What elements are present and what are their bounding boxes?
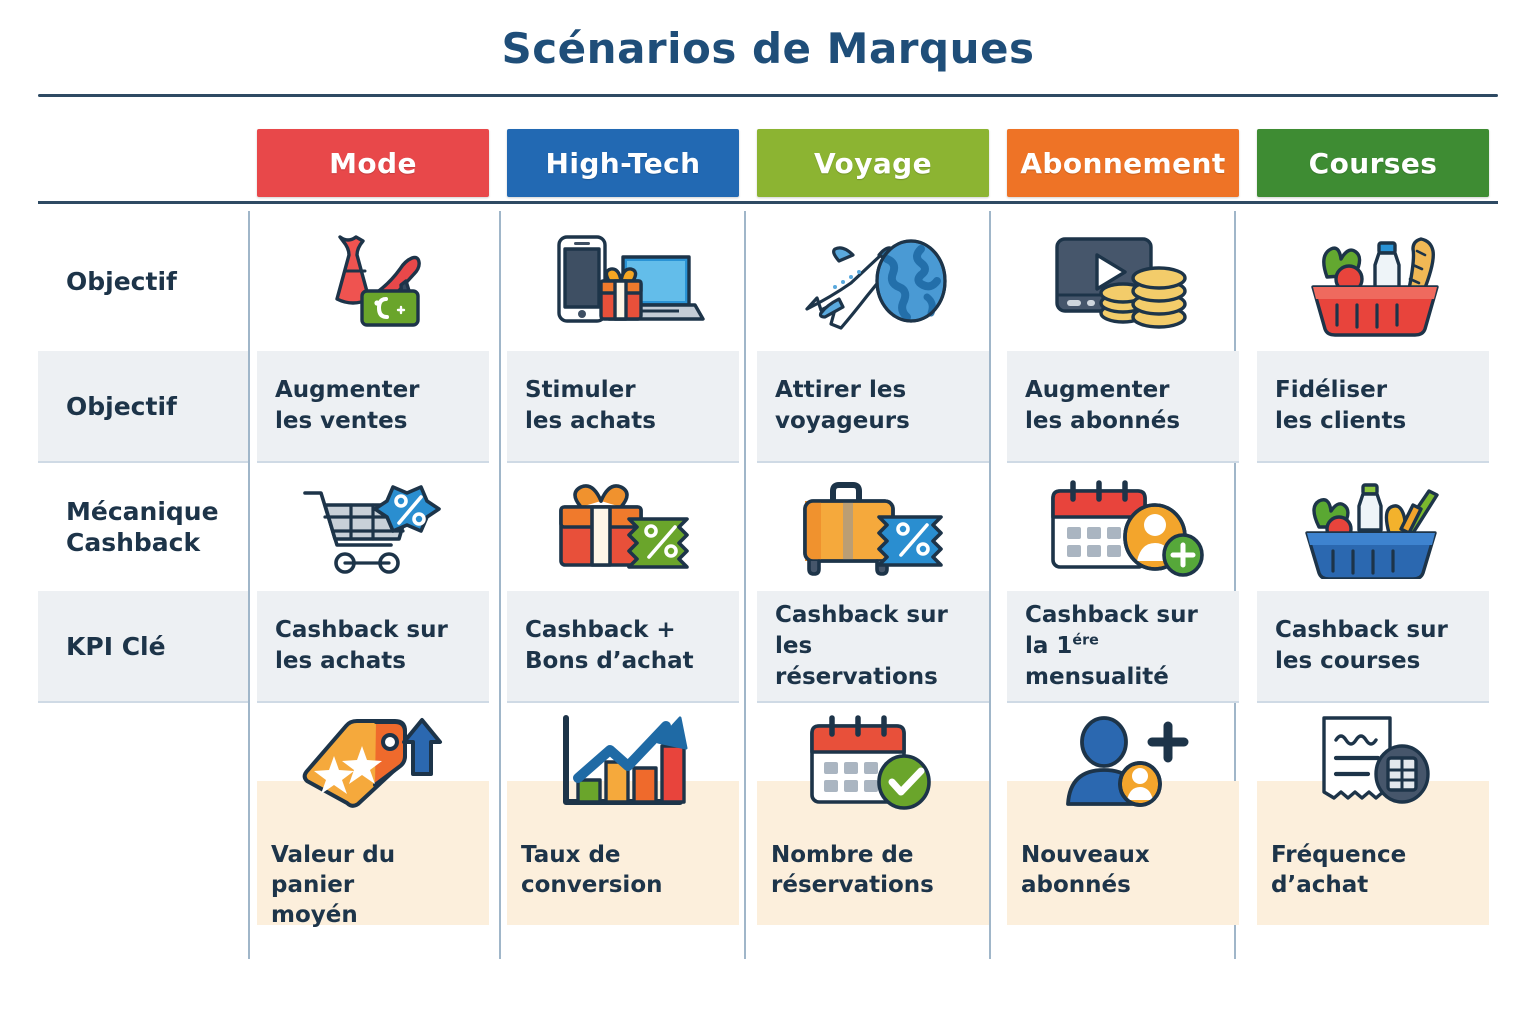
video-coins-icon (1055, 237, 1187, 329)
grocery-basket-red-icon (1311, 237, 1439, 337)
price-tag-arrow-up-icon (302, 718, 442, 808)
cell-kpi-icon-courses: Fréquence d’achat (1257, 703, 1489, 933)
phone-laptop-gift-icon (557, 235, 705, 323)
column-header-label: Voyage (814, 146, 932, 180)
table-body: Objectif (38, 211, 1498, 959)
cell-objectif-icon-high-tech (507, 211, 739, 351)
airplane-globe-icon (805, 239, 947, 330)
page-title: Scénarios de Marques (501, 24, 1035, 73)
cell-mecanique-icon-abonnement (1007, 463, 1239, 591)
suitcase-percent-icon (803, 482, 943, 576)
calendar-user-plus-icon (1051, 480, 1204, 577)
cell-mecanique-icon-voyage (757, 463, 989, 591)
cell-objectif-icon-mode (257, 211, 489, 351)
column-header-label: Mode (329, 146, 417, 180)
header-corner-spacer (38, 129, 248, 197)
gift-percent-icon (559, 484, 689, 569)
column-header-label: Abonnement (1020, 146, 1226, 180)
cell-objectif-icon-abonnement (1007, 211, 1239, 351)
cell-objectif-icon-courses (1257, 211, 1489, 351)
kpi-caption-courses: Fréquence d’achat (1271, 842, 1407, 899)
column-header-label: High-Tech (545, 146, 701, 180)
scenarios-table: Mode High-Tech Voyage Abonnement Courses… (38, 129, 1498, 960)
column-header-label: Courses (1308, 146, 1438, 180)
title-divider (38, 94, 1498, 98)
table-header-row: Mode High-Tech Voyage Abonnement Courses (38, 129, 1498, 198)
receipt-calculator-icon (1322, 716, 1430, 804)
cell-kpi-icon-voyage: Nombre de réservations (757, 703, 989, 933)
cell-objectif-icon-voyage (757, 211, 989, 351)
cell-mecanique-icon-courses (1257, 463, 1489, 591)
row-label-kpi-icons (38, 703, 248, 933)
bar-chart-arrow-icon (563, 715, 688, 806)
dress-and-heel-icon (335, 235, 421, 327)
row-label-kpi-cle: KPI Clé (38, 591, 248, 704)
column-header-abonnement[interactable]: Abonnement (1007, 129, 1239, 198)
column-header-high-tech[interactable]: High-Tech (507, 129, 739, 198)
cart-percent-icon (303, 485, 441, 574)
header-divider (38, 201, 1498, 205)
kpi-caption-voyage: Nombre de réservations (771, 842, 934, 899)
calendar-check-icon (810, 715, 931, 810)
users-plus-icon (1066, 716, 1189, 808)
row-label-objectif-text: Objectif (38, 351, 248, 464)
cell-mecanique-icon-high-tech (507, 463, 739, 591)
grocery-basket-blue-icon (1305, 483, 1439, 580)
column-header-mode[interactable]: Mode (257, 129, 489, 198)
table-row: Objectif (38, 211, 1498, 351)
cell-kpi-icon-high-tech: Taux de conversion (507, 703, 739, 933)
header: Scénarios de Marques (0, 0, 1536, 98)
column-header-courses[interactable]: Courses (1257, 129, 1489, 198)
cell-kpi-text-high-tech: Cashback +Bons d’achat (507, 591, 739, 704)
cell-mecanique-icon-mode (257, 463, 489, 591)
row-label-objectif-icons: Objectif (66, 266, 177, 296)
cell-kpi-icon-abonnement: Nouveaux abonnés (1007, 703, 1239, 933)
kpi-caption-high-tech: Taux de conversion (521, 842, 663, 899)
column-header-voyage[interactable]: Voyage (757, 129, 989, 198)
kpi-caption-abonnement: Nouveaux abonnés (1021, 842, 1150, 899)
